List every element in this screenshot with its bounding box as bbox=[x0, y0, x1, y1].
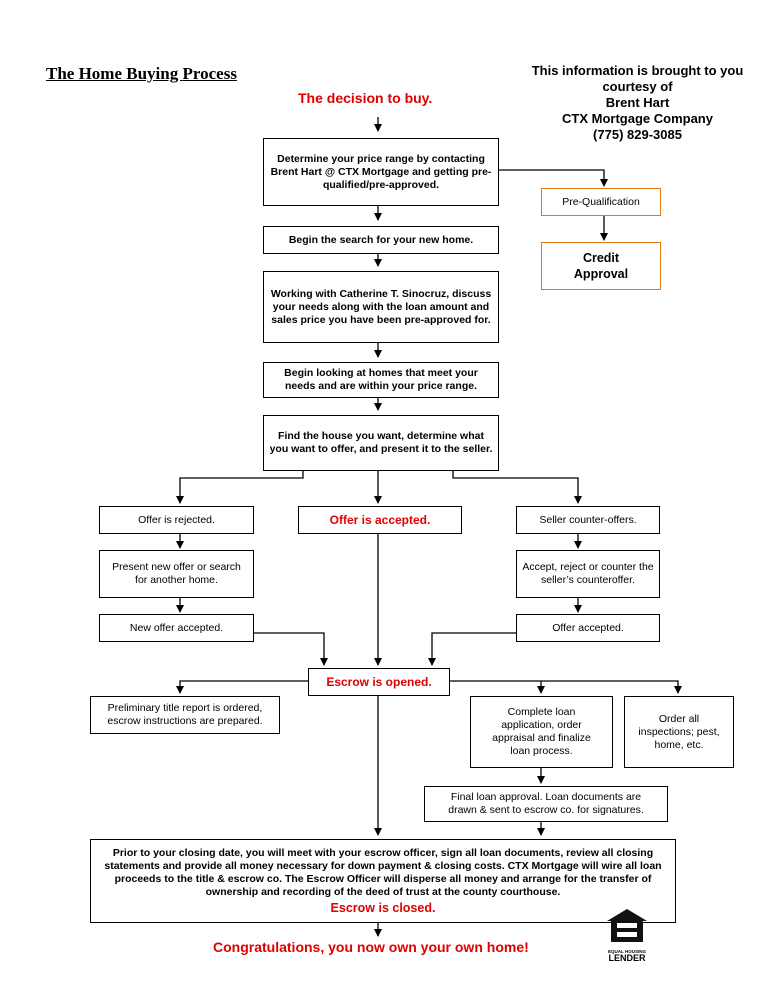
offer-accepted-counter-box: Offer accepted. bbox=[516, 614, 660, 642]
courtesy-company: CTX Mortgage Company bbox=[562, 111, 713, 126]
preliminary-title-box: Preliminary title report is ordered, esc… bbox=[90, 696, 280, 734]
courtesy-line: This information is brought to you bbox=[531, 63, 744, 78]
complete-loan-box: Complete loan application, order apprais… bbox=[470, 696, 613, 768]
courtesy-name: Brent Hart bbox=[605, 95, 670, 110]
credit-approval-box: Credit Approval bbox=[541, 242, 661, 290]
step-begin-looking: Begin looking at homes that meet your ne… bbox=[263, 362, 499, 398]
escrow-opened-box: Escrow is opened. bbox=[308, 668, 450, 696]
new-offer-accepted-box: New offer accepted. bbox=[99, 614, 254, 642]
seller-counter-box: Seller counter-offers. bbox=[516, 506, 660, 534]
present-new-offer-box: Present new offer or search for another … bbox=[99, 550, 254, 598]
step-price-range: Determine your price range by contacting… bbox=[263, 138, 499, 206]
decision-label: The decision to buy. bbox=[298, 90, 433, 106]
step-begin-search: Begin the search for your new home. bbox=[263, 226, 499, 254]
page-title: The Home Buying Process bbox=[46, 64, 237, 83]
accept-reject-counter-box: Accept, reject or counter the seller’s c… bbox=[516, 550, 660, 598]
prequalification-box: Pre-Qualification bbox=[541, 188, 661, 216]
closing-box: Prior to your closing date, you will mee… bbox=[90, 839, 676, 923]
escrow-closed-label: Escrow is closed. bbox=[330, 901, 436, 915]
courtesy-line: courtesy of bbox=[602, 79, 673, 94]
closing-text: Prior to your closing date, you will mee… bbox=[104, 847, 662, 898]
logo-text: LENDER bbox=[608, 953, 646, 963]
step-working-with-agent: Working with Catherine T. Sinocruz, disc… bbox=[263, 271, 499, 343]
house-icon bbox=[607, 909, 647, 942]
equal-housing-lender-icon: EQUAL HOUSING LENDER bbox=[604, 908, 650, 963]
congratulations-label: Congratulations, you now own your own ho… bbox=[213, 939, 529, 955]
courtesy-phone: (775) 829-3085 bbox=[593, 127, 682, 142]
offer-accepted-box: Offer is accepted. bbox=[298, 506, 462, 534]
step-find-house: Find the house you want, determine what … bbox=[263, 415, 499, 471]
logo-text: EQUAL HOUSING bbox=[608, 949, 646, 954]
order-inspections-box: Order all inspections; pest, home, etc. bbox=[624, 696, 734, 768]
offer-rejected-box: Offer is rejected. bbox=[99, 506, 254, 534]
final-loan-approval-box: Final loan approval. Loan documents are … bbox=[424, 786, 668, 822]
courtesy-block: This information is brought to you court… bbox=[510, 63, 765, 143]
